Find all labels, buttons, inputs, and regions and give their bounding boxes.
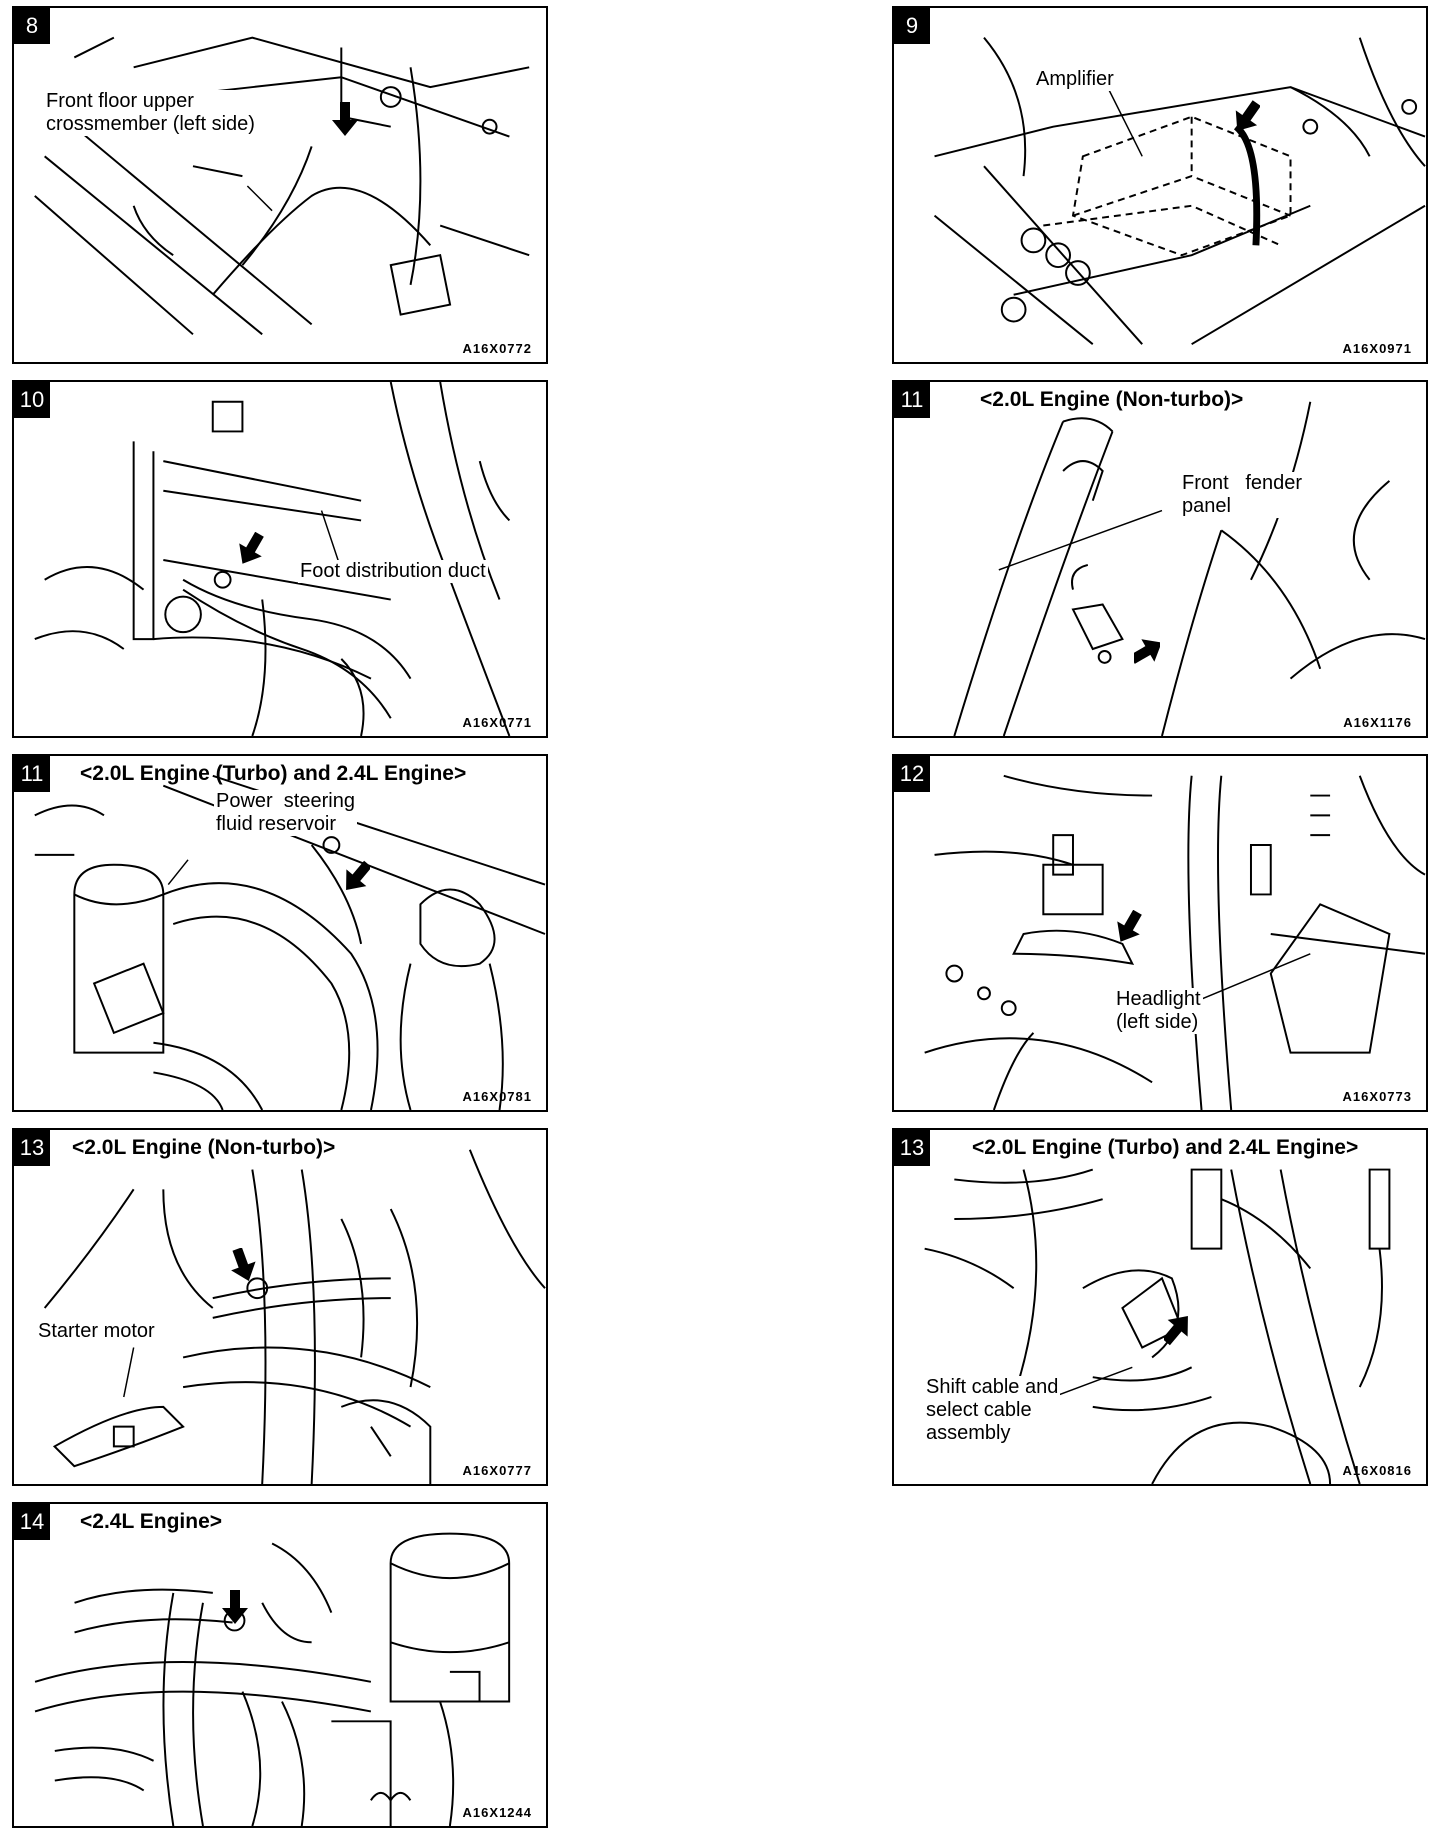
reservoir-illustration xyxy=(34,774,546,1110)
figure-code: A16X0773 xyxy=(1342,1089,1412,1104)
engine-variant-heading: <2.0L Engine (Turbo) and 2.4L Engine> xyxy=(972,1136,1359,1159)
panel-step-11-non-turbo: 11 <2.0L Engine (Non-turbo)> Front fende… xyxy=(892,380,1428,738)
step-number: 8 xyxy=(14,8,50,44)
figure-code: A16X1176 xyxy=(1343,715,1412,730)
part-label-foot-duct: Foot distribution duct xyxy=(298,560,488,583)
starter-motor-illustration xyxy=(43,1149,546,1484)
step-number: 11 xyxy=(894,382,930,418)
part-label-power-steering-reservoir: Power steering fluid reservoir xyxy=(214,790,357,836)
crossmember-illustration xyxy=(34,36,530,336)
figure-code: A16X0772 xyxy=(462,341,532,356)
engine-bay-illustration xyxy=(34,1532,511,1826)
step-number: 10 xyxy=(14,382,50,418)
step-number: 11 xyxy=(14,756,50,792)
down-arrow-icon xyxy=(1164,1315,1188,1346)
part-label-shift-cable: Shift cable and select cable assembly xyxy=(924,1376,1061,1445)
down-arrow-icon xyxy=(231,1248,256,1281)
figure-code: A16X0777 xyxy=(462,1463,532,1478)
down-arrow-icon xyxy=(332,102,358,136)
step-number: 9 xyxy=(894,8,930,44)
step-number: 12 xyxy=(894,756,930,792)
part-label-fender-panel: Front fender panel xyxy=(1180,472,1305,518)
down-arrow-icon xyxy=(239,532,264,564)
fender-illustration xyxy=(953,401,1426,736)
duct-illustration xyxy=(34,382,511,736)
panel-step-8: 8 Front floor upper crossmember (left si… xyxy=(12,6,548,364)
engine-variant-heading: <2.0L Engine (Non-turbo)> xyxy=(980,388,1244,411)
panel-step-9: 9 Amplifier A16X0971 xyxy=(892,6,1428,364)
figure-code: A16X0816 xyxy=(1342,1463,1412,1478)
panel-step-13-turbo: 13 <2.0L Engine (Turbo) and 2.4L Engine>… xyxy=(892,1128,1428,1486)
step-number: 14 xyxy=(14,1504,50,1540)
part-label-headlight: Headlight (left side) xyxy=(1114,988,1203,1034)
panel-step-10: 10 Foot distribution duct A16X0771 xyxy=(12,380,548,738)
panel-step-11-turbo: 11 <2.0L Engine (Turbo) and 2.4L Engine>… xyxy=(12,754,548,1112)
figure-code: A16X0771 xyxy=(462,715,532,730)
figure-code: A16X0971 xyxy=(1342,341,1412,356)
part-label-amplifier: Amplifier xyxy=(1034,68,1116,91)
figure-code: A16X1244 xyxy=(462,1805,532,1820)
figure-code: A16X0781 xyxy=(462,1089,532,1104)
panel-step-14: 14 <2.4L Engine> A16X1244 xyxy=(12,1502,548,1828)
part-label-crossmember: Front floor upper crossmember (left side… xyxy=(44,90,257,136)
step-number: 13 xyxy=(14,1130,50,1166)
panel-step-13-non-turbo: 13 <2.0L Engine (Non-turbo)> Starter mot… xyxy=(12,1128,548,1486)
panel-step-12: 12 Headlight (left side) A16X0773 xyxy=(892,754,1428,1112)
down-arrow-icon xyxy=(222,1590,248,1624)
down-arrow-icon xyxy=(1235,100,1260,131)
engine-variant-heading: <2.0L Engine (Non-turbo)> xyxy=(72,1136,336,1159)
down-arrow-icon xyxy=(346,860,370,891)
step-number: 13 xyxy=(894,1130,930,1166)
down-arrow-icon xyxy=(1117,910,1142,942)
engine-variant-heading: <2.0L Engine (Turbo) and 2.4L Engine> xyxy=(80,762,467,785)
part-label-starter-motor: Starter motor xyxy=(36,1320,157,1343)
headlight-illustration xyxy=(924,774,1426,1110)
amplifier-illustration xyxy=(933,37,1426,346)
engine-variant-heading: <2.4L Engine> xyxy=(80,1510,223,1533)
down-arrow-icon xyxy=(1134,639,1160,664)
